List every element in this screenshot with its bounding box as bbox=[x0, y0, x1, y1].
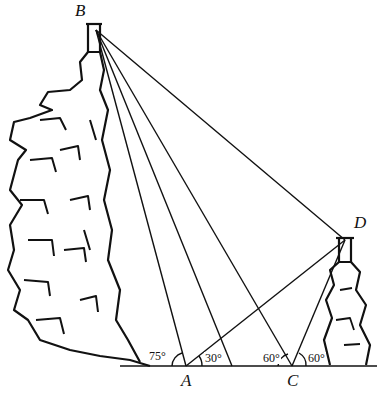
sight-line bbox=[96, 30, 345, 240]
point-label: B bbox=[74, 2, 86, 19]
sight-line bbox=[96, 30, 232, 366]
sight-line bbox=[96, 30, 292, 366]
ground-line bbox=[120, 365, 377, 366]
angle-arc bbox=[172, 353, 182, 366]
sight-line bbox=[96, 30, 186, 366]
point-label: D bbox=[353, 214, 367, 231]
point-label: A bbox=[180, 372, 192, 389]
small-cliff bbox=[324, 262, 370, 365]
cliff-outline bbox=[8, 52, 150, 366]
angle-label: 30° bbox=[204, 352, 223, 364]
sight-line bbox=[292, 240, 345, 366]
sight-line bbox=[186, 240, 345, 366]
cliff-face bbox=[100, 52, 140, 362]
angle-arc bbox=[199, 356, 202, 366]
angle-label: 60° bbox=[262, 352, 281, 364]
point-label: C bbox=[286, 372, 299, 389]
angle-label: 75° bbox=[148, 350, 167, 362]
angle-arc bbox=[299, 353, 306, 366]
angle-label: 60° bbox=[307, 352, 326, 364]
